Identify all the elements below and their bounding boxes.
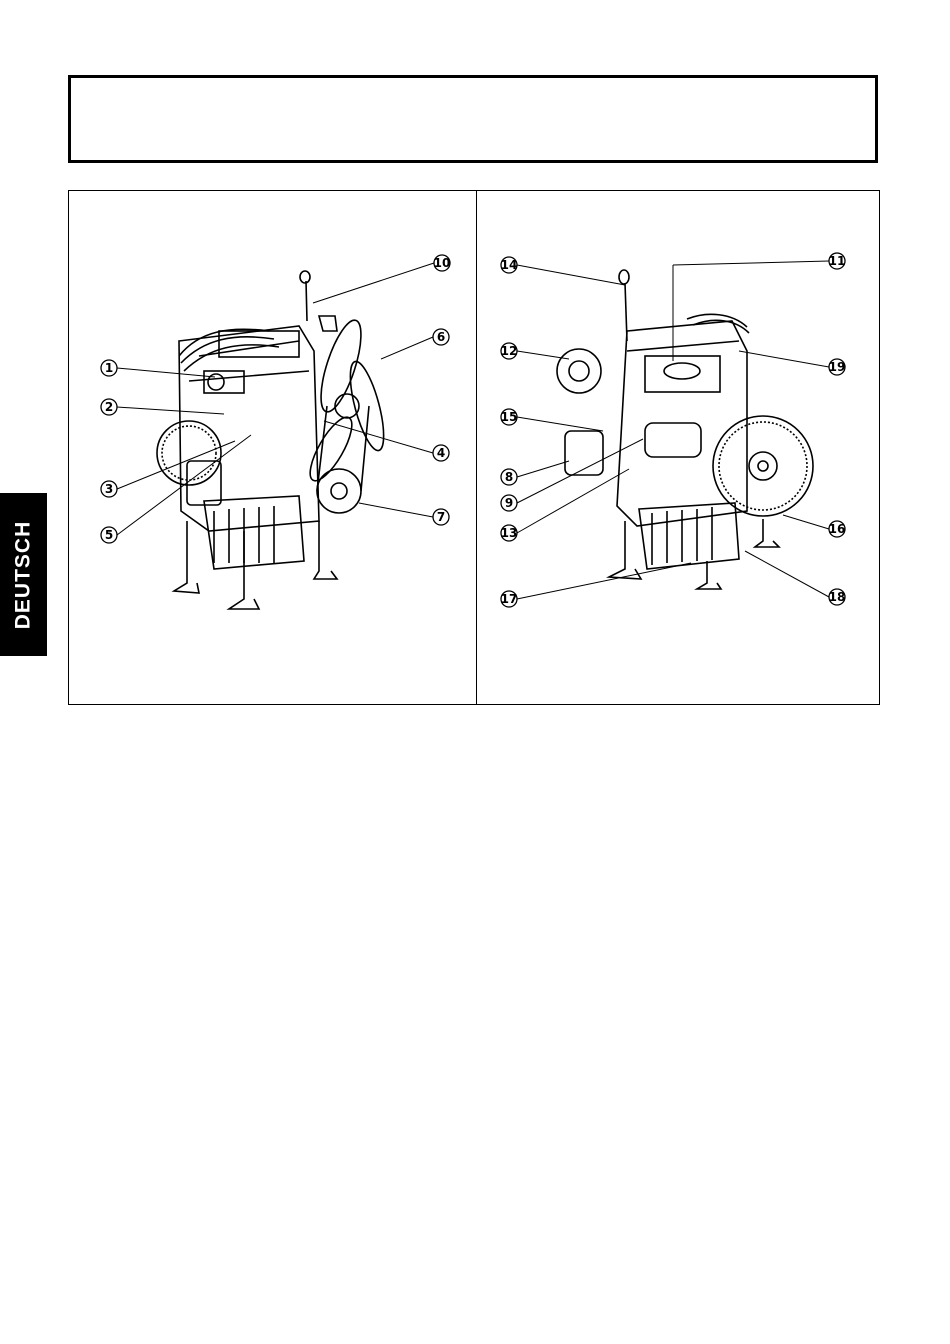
engine-figure-frame: 10 6 1 2 4 3 5 7 (68, 190, 880, 705)
callout-13: 13 (501, 526, 518, 540)
callout-8: 8 (505, 470, 513, 484)
callout-7: 7 (437, 510, 445, 524)
callout-15: 15 (501, 410, 518, 424)
callout-5: 5 (105, 528, 113, 542)
callout-16: 16 (829, 522, 846, 536)
callout-9: 9 (505, 496, 513, 510)
callout-17: 17 (501, 592, 518, 606)
callout-12: 12 (501, 344, 518, 358)
callout-2: 2 (105, 400, 113, 414)
callout-1: 1 (105, 361, 113, 375)
callout-10: 10 (434, 256, 451, 270)
language-tab: DEUTSCH (0, 493, 47, 656)
engine-rear-view-panel: 14 11 12 19 15 8 9 13 16 17 18 (477, 191, 880, 704)
callout-4: 4 (437, 446, 445, 460)
callout-11: 11 (829, 254, 846, 268)
callout-3: 3 (105, 482, 113, 496)
callout-19: 19 (829, 360, 846, 374)
callout-6: 6 (437, 330, 445, 344)
callout-14: 14 (501, 258, 518, 272)
callout-18: 18 (829, 590, 846, 604)
engine-rear-view-illustration: 14 11 12 19 15 8 9 13 16 17 18 (477, 191, 880, 706)
engine-front-view-illustration: 10 6 1 2 4 3 5 7 (69, 191, 476, 706)
engine-front-view-panel: 10 6 1 2 4 3 5 7 (69, 191, 477, 704)
title-box (68, 75, 878, 163)
language-label: DEUTSCH (12, 520, 36, 629)
